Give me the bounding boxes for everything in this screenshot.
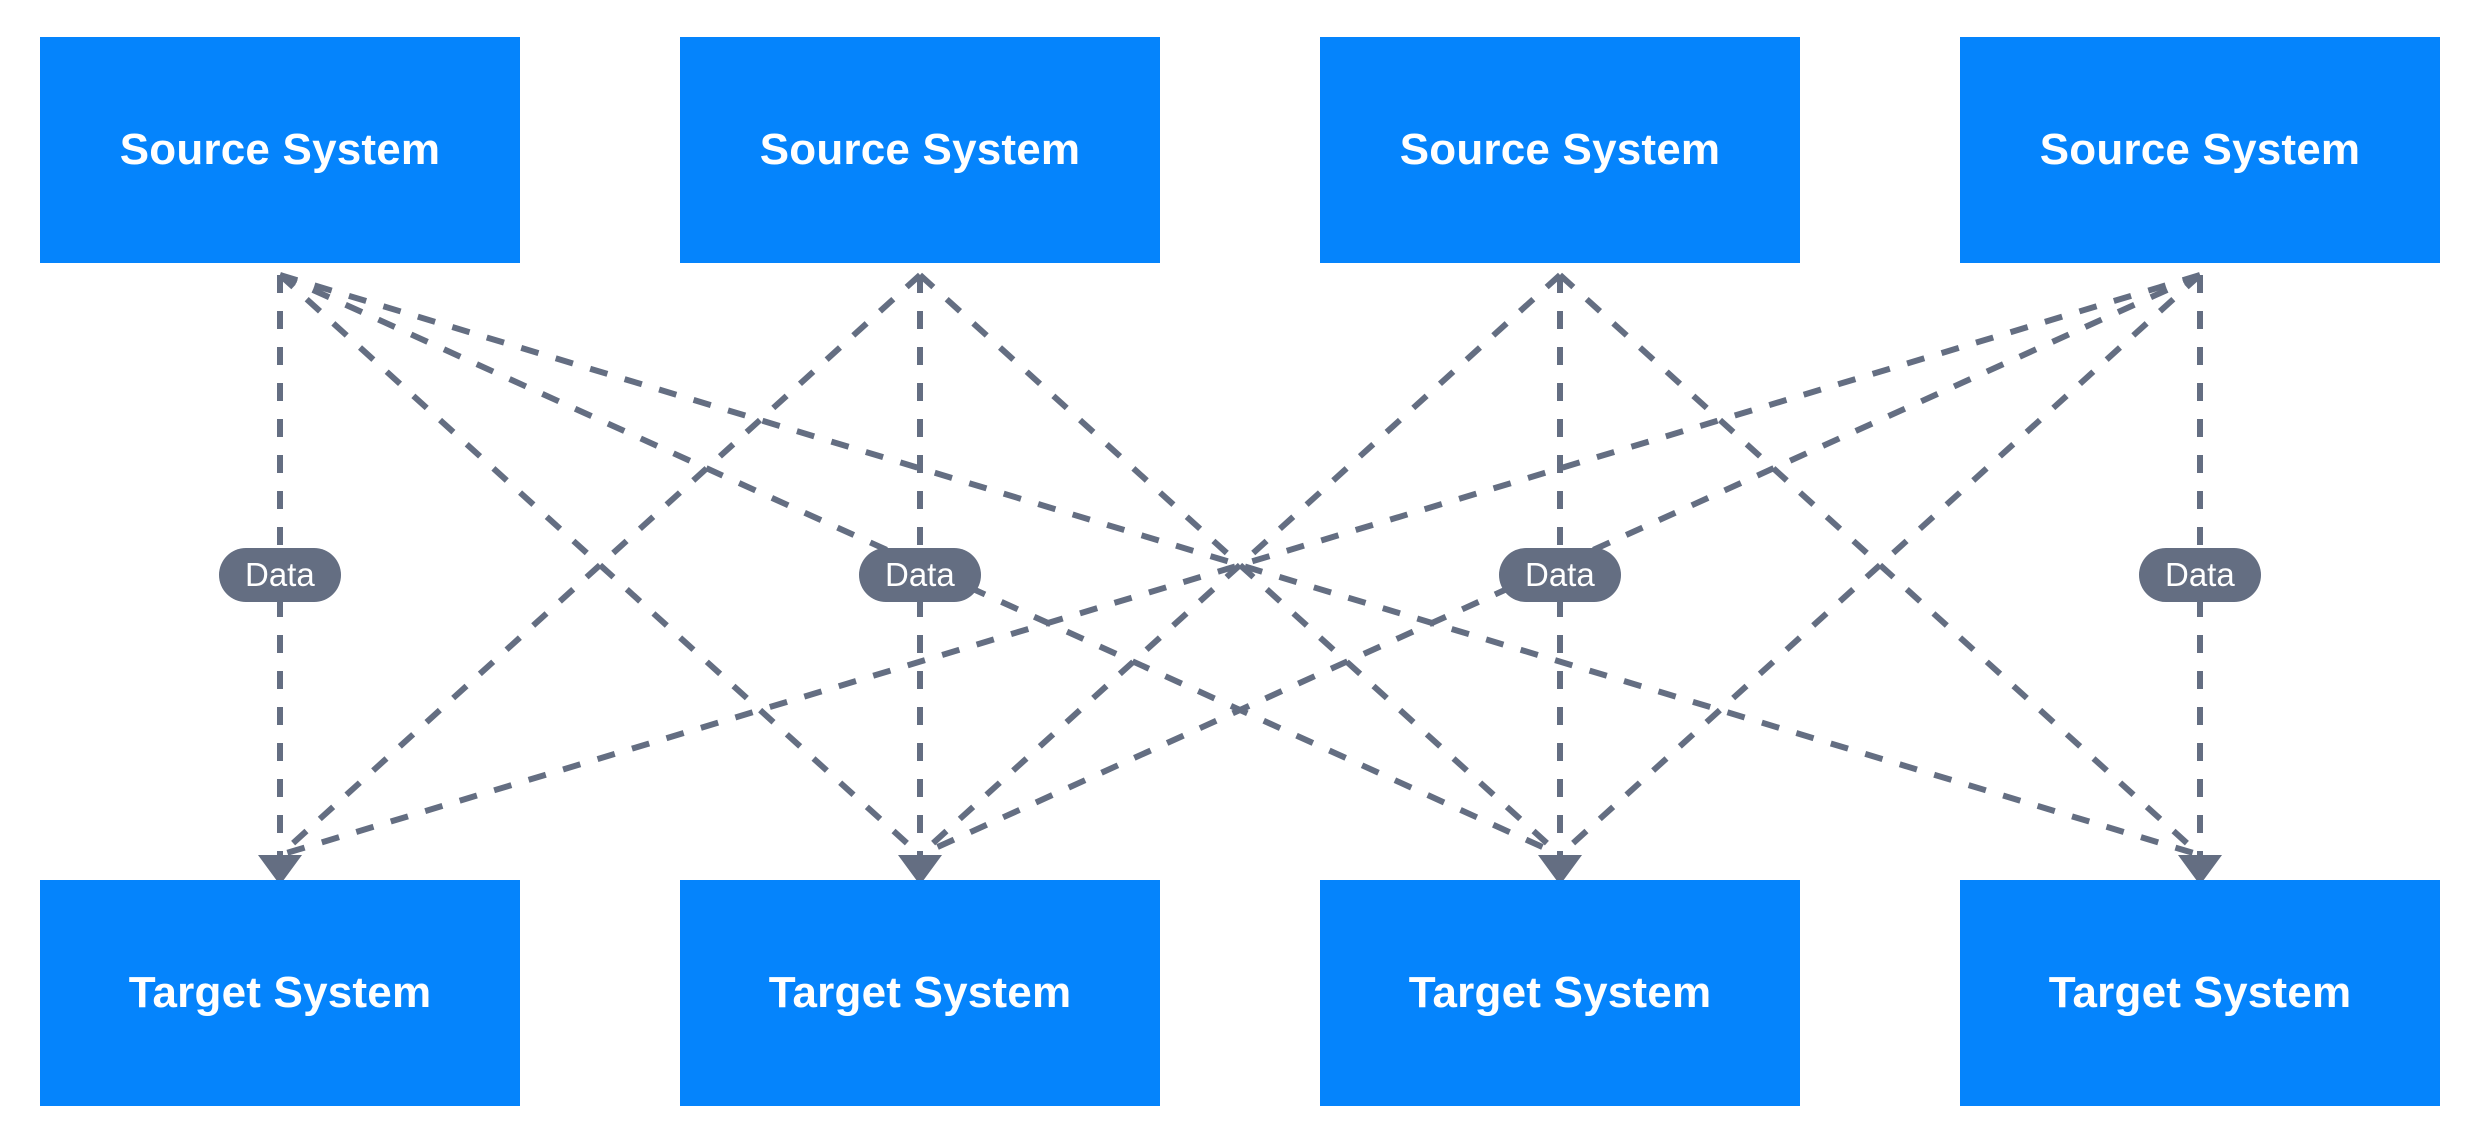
source-system-label: Source System — [759, 125, 1081, 174]
source-3[interactable]: Source System — [1320, 37, 1800, 263]
edge-source-2-to-target-3 — [917, 272, 1563, 858]
source-1[interactable]: Source System — [40, 37, 520, 263]
edge-source-1-to-target-2 — [277, 272, 923, 858]
data-pill-4[interactable]: Data — [2139, 548, 2261, 602]
target-4[interactable]: Target System — [1960, 880, 2440, 1106]
source-4[interactable]: Source System — [1960, 37, 2440, 263]
edge-source-1-to-target-4 — [279, 272, 2201, 858]
data-pill-label: Data — [885, 556, 955, 593]
target-1[interactable]: Target System — [40, 880, 520, 1106]
edge-source-4-to-target-1 — [279, 272, 2201, 858]
target-2[interactable]: Target System — [680, 880, 1160, 1106]
edge-source-3-to-target-4 — [1557, 272, 2203, 858]
target-3[interactable]: Target System — [1320, 880, 1800, 1106]
data-pill-3[interactable]: Data — [1499, 548, 1621, 602]
data-pill-label: Data — [245, 556, 315, 593]
edge-source-3-to-target-2 — [917, 272, 1563, 858]
edge-source-2-to-target-1 — [277, 272, 923, 858]
target-system-label: Target System — [2048, 968, 2352, 1017]
source-system-label: Source System — [119, 125, 441, 174]
data-pill-label: Data — [1525, 556, 1595, 593]
edge-source-4-to-target-3 — [1557, 272, 2203, 858]
source-system-label: Source System — [1399, 125, 1721, 174]
data-pill-label: Data — [2165, 556, 2235, 593]
target-system-label: Target System — [1408, 968, 1712, 1017]
source-system-label: Source System — [2039, 125, 2361, 174]
target-system-label: Target System — [768, 968, 1072, 1017]
target-system-label: Target System — [128, 968, 432, 1017]
source-2[interactable]: Source System — [680, 37, 1160, 263]
data-pill-1[interactable]: Data — [219, 548, 341, 602]
data-pill-2[interactable]: Data — [859, 548, 981, 602]
